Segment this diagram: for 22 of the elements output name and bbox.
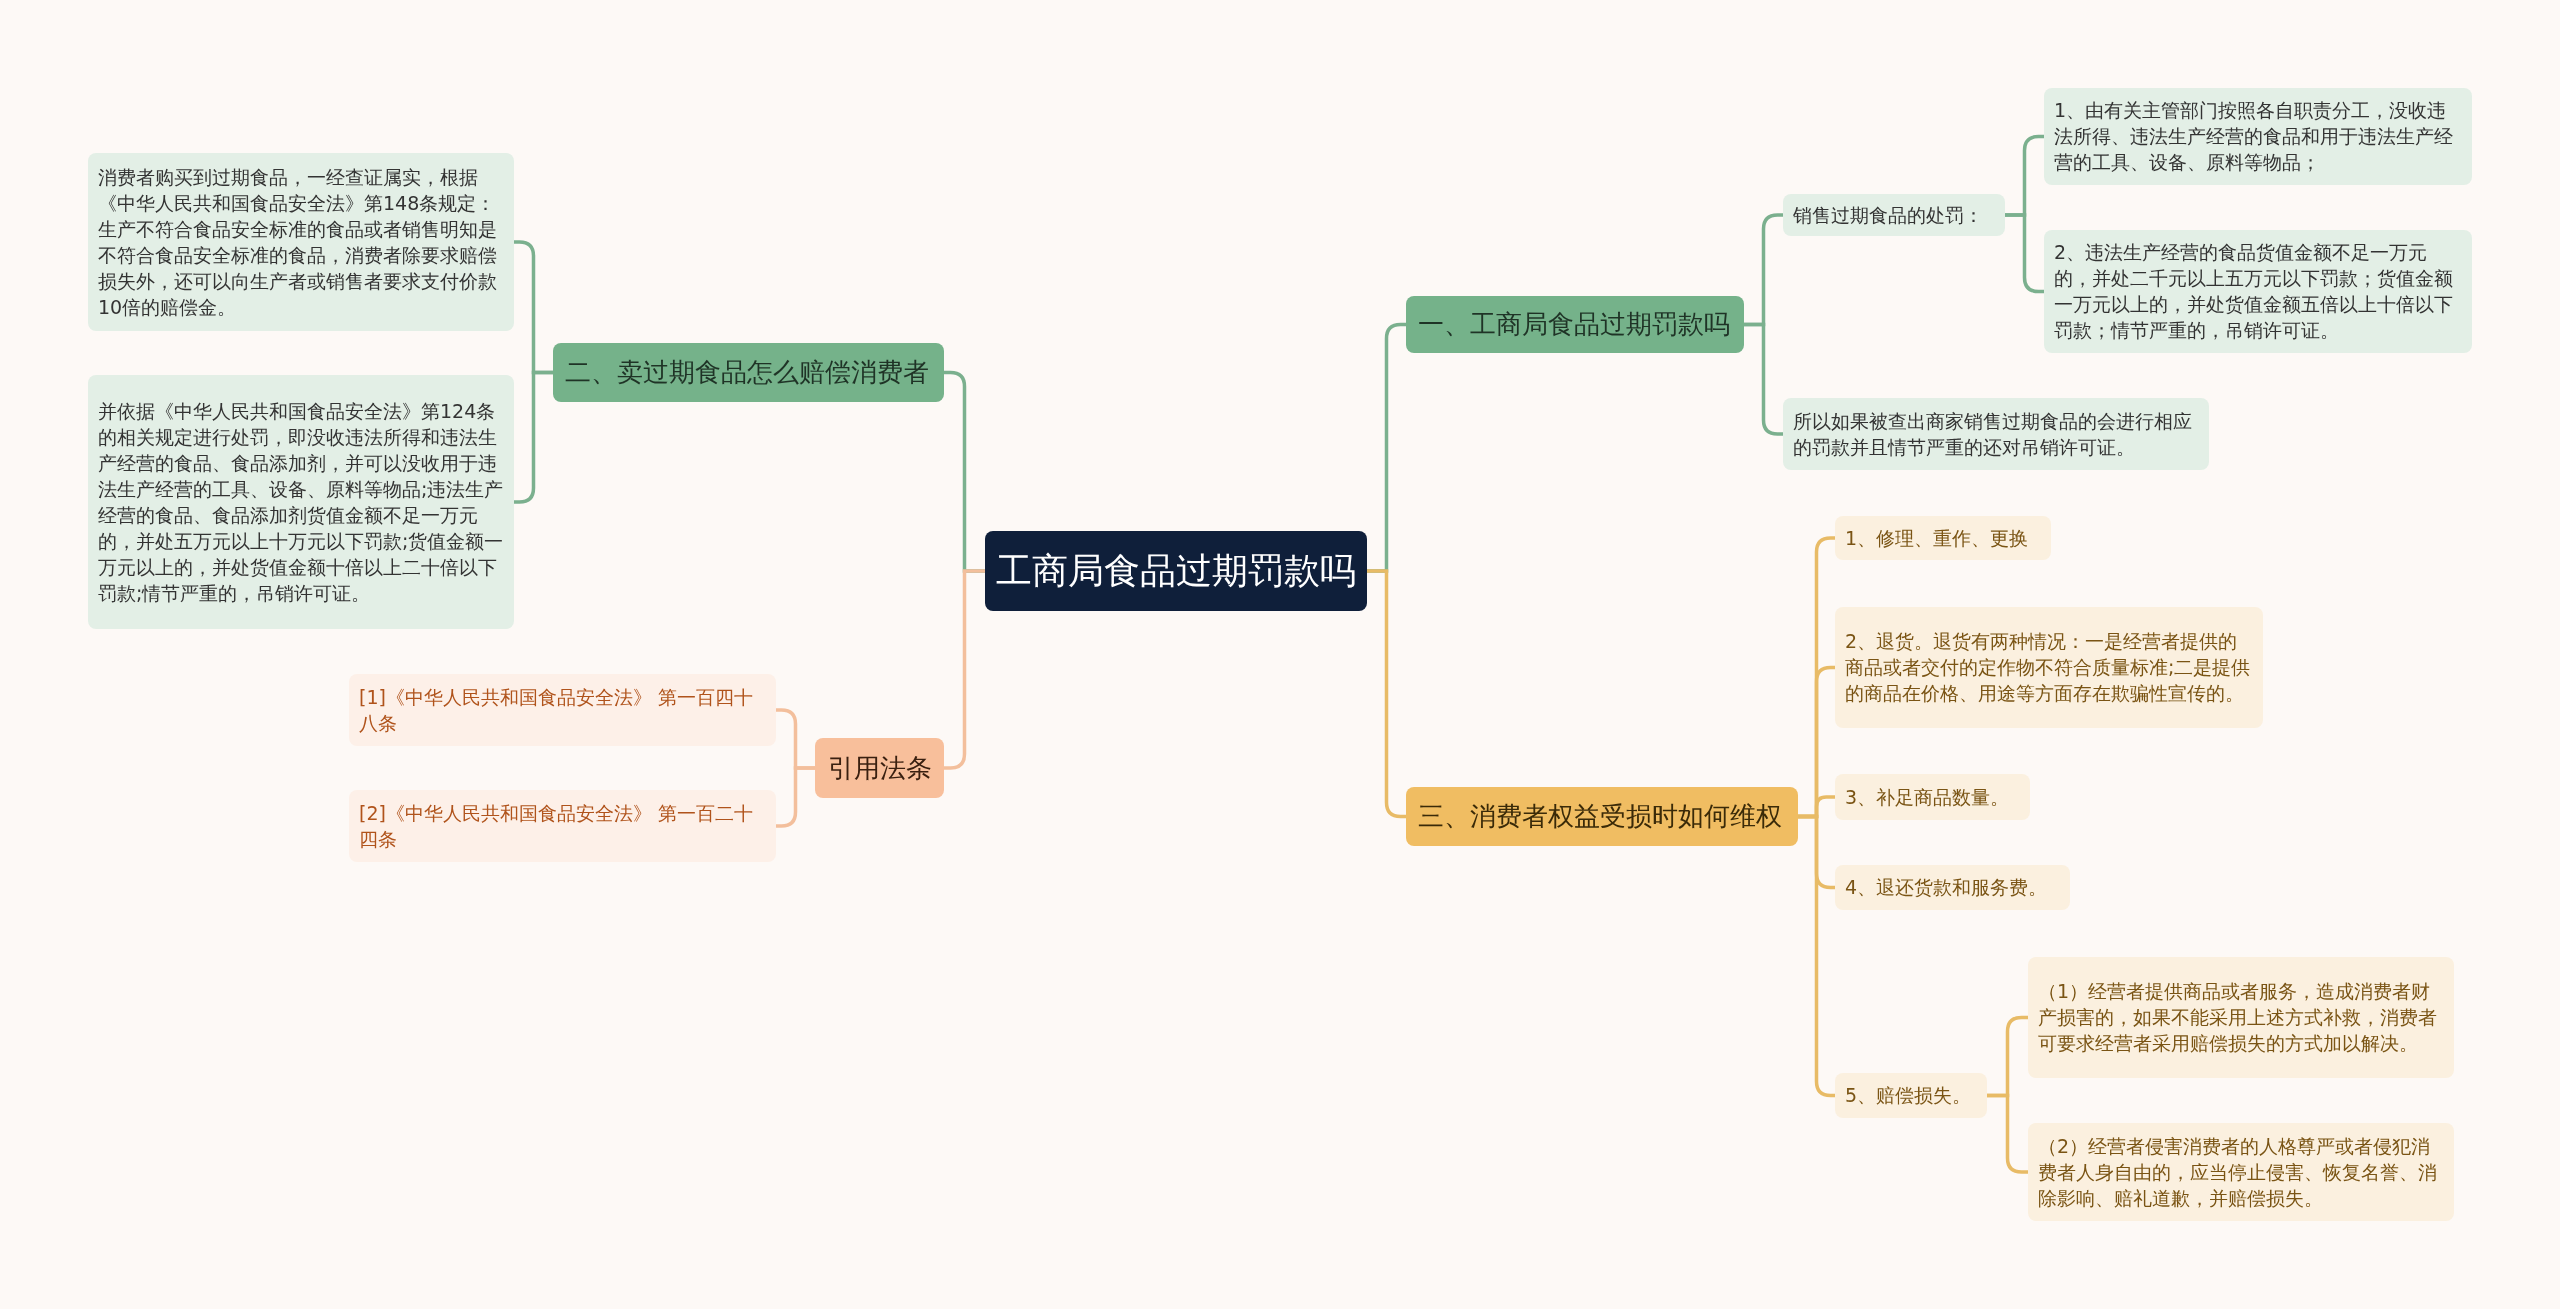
text-box: （2）经营者侵害消费者的人格尊严或者侵犯消费者人身自由的，应当停止侵害、恢复名誉、消除影响、赔礼道歉，并赔偿损失。 — [2028, 1123, 2454, 1221]
connector-line — [1987, 1093, 2028, 1174]
branch-box: 引用法条 — [815, 738, 944, 798]
topic-box: 5、赔偿损失。 — [1835, 1072, 1987, 1118]
branch-box: 二、卖过期食品怎么赔偿消费者 — [553, 342, 944, 402]
reference-box: [2]《中华人民共和国食品安全法》 第一百二十四条 — [349, 790, 776, 862]
central-topic-box: 工商局食品过期罚款吗 — [985, 531, 1367, 611]
text-box: 并依据《中华人民共和国食品安全法》第124条的相关规定进行处罚，即没收违法所得和违法生产经营的食品、食品添加剂，并可以没收用于违法生产经营的工具、设备、原料等物品;违法生产经营的食品、食品添加剂货值金额不足一万元的，并处五万元以上十万元以下罚款;货值金额一万元以上的，并处货值金额十倍以上二十倍以下罚款;情节严重的，吊销许可证。 — [88, 375, 514, 629]
branch-box: 三、消费者权益受损时如何维权 — [1406, 786, 1798, 846]
text-box: 2、退货。退货有两种情况：一是经营者提供的商品或者交付的定作物不符合质量标准;二是提供的商品在价格、用途等方面存在欺骗性宣传的。 — [1835, 606, 2263, 728]
text-box: 所以如果被查出商家销售过期食品的会进行相应的罚款并且情节严重的还对吊销许可证。 — [1783, 398, 2209, 470]
connector-line — [944, 569, 985, 770]
topic-box: 3、补足商品数量。 — [1835, 774, 2030, 820]
topic-box: 1、修理、重作、更换 — [1835, 516, 2051, 560]
text-box: 1、由有关主管部门按照各自职责分工，没收违法所得、违法生产经营的食品和用于违法生产经营的工具、设备、原料等物品； — [2044, 87, 2472, 185]
text-box: 2、违法生产经营的食品货值金额不足一万元的，并处二千元以上五万元以下罚款；货值金额一万元以上的，并处货值金额五倍以上十倍以下罚款；情节严重的，吊销许可证。 — [2044, 229, 2472, 353]
text-box: （1）经营者提供商品或者服务，造成消费者财产损害的，如果不能采用上述方式补救，消费者可要求经营者采用赔偿损失的方式加以解决。 — [2028, 956, 2454, 1078]
text-box: 消费者购买到过期食品，一经查证属实，根据《中华人民共和国食品安全法》第148条规定：生产不符合食品安全标准的食品或者销售明知是不符合食品安全标准的食品，消费者除要求赔偿损失外，还可以向生产者或销售者要求支付价款10倍的赔偿金。 — [88, 153, 514, 331]
topic-box: 销售过期食品的处罚： — [1783, 194, 2005, 236]
topic-box: 4、退还货款和服务费。 — [1835, 864, 2070, 910]
branch-box: 一、工商局食品过期罚款吗 — [1406, 295, 1744, 353]
reference-box: [1]《中华人民共和国食品安全法》 第一百四十八条 — [349, 674, 776, 746]
